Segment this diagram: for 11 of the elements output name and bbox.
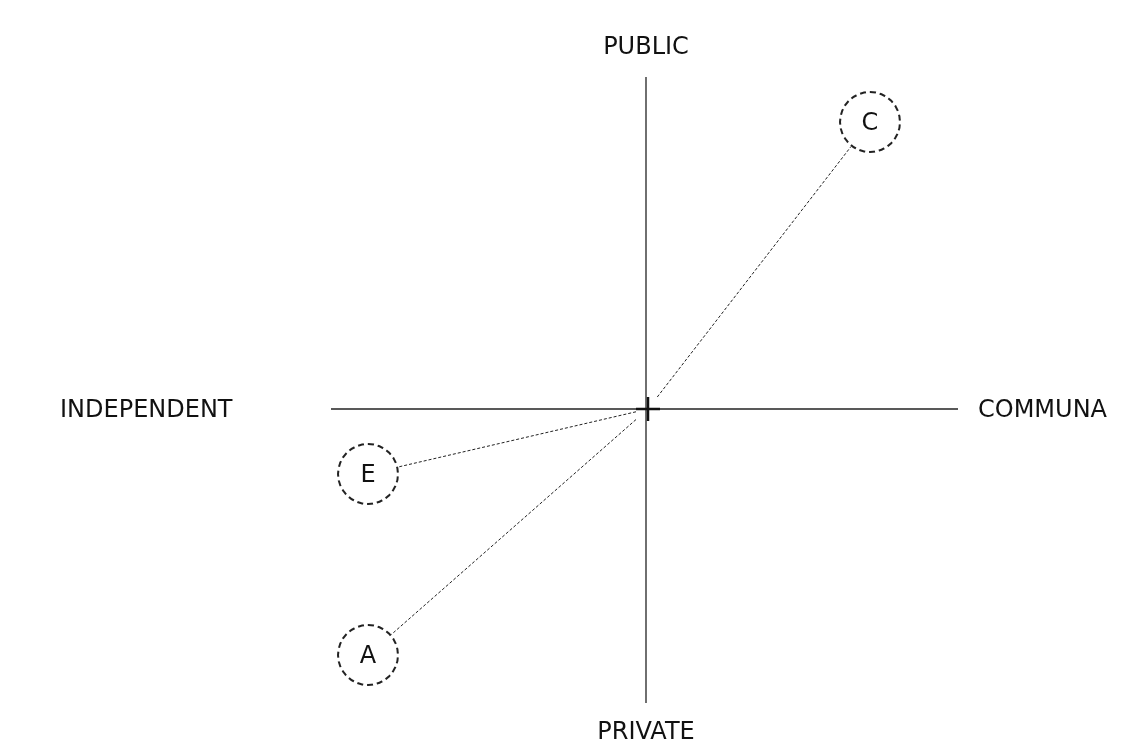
- axis-label: PUBLIC: [603, 32, 689, 60]
- node-label: A: [359, 641, 377, 669]
- node-label: C: [861, 108, 879, 136]
- origin-cross: [636, 397, 660, 421]
- dashed-line: [390, 419, 637, 636]
- axis-label: PRIVATE: [597, 717, 695, 745]
- dashed-line: [397, 411, 637, 468]
- axis-label: COMMUNA: [978, 395, 1107, 423]
- axis-label: INDEPENDENT: [60, 395, 233, 423]
- dashed-line: [656, 146, 852, 398]
- node-label: E: [360, 460, 376, 488]
